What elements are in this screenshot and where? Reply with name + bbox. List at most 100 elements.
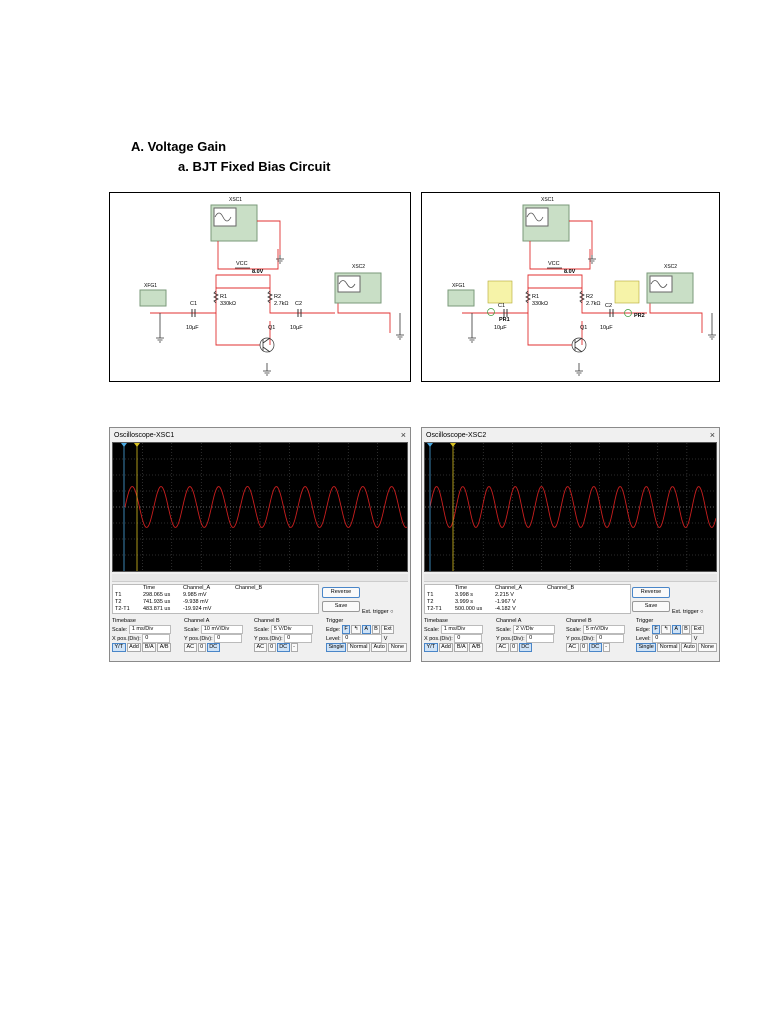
reverse-button[interactable]: Reverse xyxy=(632,587,670,598)
coupling-a-button-0[interactable]: AC xyxy=(184,643,197,652)
cursor-t2-handle[interactable] xyxy=(134,443,140,447)
mode-button-1[interactable]: Add xyxy=(126,643,142,652)
coupling-b-button-0[interactable]: AC xyxy=(566,643,579,652)
timebase-scale-field[interactable]: 1 ms/Div xyxy=(128,625,171,634)
c1-value: 10µF xyxy=(186,325,199,331)
cursor-t1-handle[interactable] xyxy=(427,443,433,447)
edge-button-0[interactable]: F xyxy=(651,625,661,634)
scope-display xyxy=(112,442,408,572)
coupling-b-button-1[interactable]: 0 xyxy=(579,643,588,652)
table-cell: T2 xyxy=(115,599,122,605)
cursor-t2-handle[interactable] xyxy=(450,443,456,447)
coupling-b-button-0[interactable]: AC xyxy=(254,643,267,652)
coupling-a-button-2[interactable]: DC xyxy=(518,643,532,652)
ext-trigger[interactable]: Ext. trigger ○ xyxy=(672,609,704,615)
trigger-mode-button-1[interactable]: Normal xyxy=(657,643,681,652)
trigger-mode-button-1[interactable]: Normal xyxy=(347,643,371,652)
timebase-scale-field[interactable]: 1 ms/Div xyxy=(440,625,483,634)
mode-button-3[interactable]: A/B xyxy=(469,643,484,652)
timebase-xpos-label: X pos.(Div): xyxy=(424,635,453,642)
save-button[interactable]: Save xyxy=(632,601,670,612)
timebase-group: Timebase Scale: 1 ms/Div X pos.(Div): 0 … xyxy=(112,617,182,652)
ext-trigger[interactable]: Ext. trigger ○ xyxy=(362,609,394,615)
mode-button-2[interactable]: B/A xyxy=(142,643,157,652)
trigger-level-unit: V xyxy=(693,635,698,642)
edge-button-3[interactable]: B xyxy=(681,625,691,634)
r1-label: R1 xyxy=(220,294,227,300)
close-icon[interactable]: × xyxy=(709,430,715,440)
coupling-b-button-2[interactable]: DC xyxy=(588,643,602,652)
channel-b-group: Channel B Scale: 5 mV/Div Y pos.(Div): 0… xyxy=(566,617,634,652)
edge-button-4[interactable]: Ext xyxy=(381,625,395,634)
coupling-b-button-1[interactable]: 0 xyxy=(267,643,276,652)
save-button[interactable]: Save xyxy=(322,601,360,612)
coupling-a-button-1[interactable]: 0 xyxy=(197,643,206,652)
table-cell: T2 xyxy=(427,599,434,605)
edge-button-1[interactable]: ↰ xyxy=(351,625,361,634)
r1-label: R1 xyxy=(532,294,539,300)
trigger-level-field[interactable]: 0 xyxy=(652,634,693,643)
coupling-b-button-2[interactable]: DC xyxy=(276,643,290,652)
xfg1-instrument[interactable] xyxy=(447,289,475,307)
trigger-mode-button-0[interactable]: Single xyxy=(636,643,657,652)
mode-button-0[interactable]: Y/T xyxy=(424,643,438,652)
trigger-mode-button-2[interactable]: Auto xyxy=(371,643,388,652)
cursor-t1-handle[interactable] xyxy=(121,443,127,447)
coupling-b-button-3[interactable]: - xyxy=(290,643,298,652)
scrollbar[interactable] xyxy=(112,574,408,582)
timebase-xpos-field[interactable]: 0 xyxy=(454,634,483,643)
edge-button-1[interactable]: ↰ xyxy=(661,625,671,634)
channel-a-ypos-field[interactable]: 0 xyxy=(214,634,243,643)
channel-b-scale-field[interactable]: 5 mV/Div xyxy=(582,625,625,634)
r2-value: 2.7kΩ xyxy=(586,301,601,307)
coupling-a-button-2[interactable]: DC xyxy=(206,643,220,652)
trigger-mode-button-3[interactable]: None xyxy=(698,643,717,652)
channel-b-title: Channel B xyxy=(254,618,280,624)
coupling-a-button-0[interactable]: AC xyxy=(496,643,509,652)
mode-button-3[interactable]: A/B xyxy=(157,643,172,652)
timebase-group: Timebase Scale: 1 ms/Div X pos.(Div): 0 … xyxy=(424,617,494,652)
pr2-icon[interactable] xyxy=(624,309,632,317)
r2-label: R2 xyxy=(274,294,281,300)
trigger-mode-button-3[interactable]: None xyxy=(388,643,407,652)
table-cell: Time xyxy=(143,585,156,591)
coupling-b-button-3[interactable]: - xyxy=(602,643,610,652)
reverse-button[interactable]: Reverse xyxy=(322,587,360,598)
edge-button-4[interactable]: Ext xyxy=(691,625,705,634)
channel-a-ypos-label: Y pos.(Div): xyxy=(184,635,213,642)
channel-a-scale-field[interactable]: 2 V/Div xyxy=(512,625,555,634)
channel-a-scale-field[interactable]: 10 mV/Div xyxy=(200,625,243,634)
edge-button-0[interactable]: F xyxy=(341,625,351,634)
r2-label: R2 xyxy=(586,294,593,300)
edge-button-2[interactable]: A xyxy=(361,625,371,634)
xfg1-instrument[interactable] xyxy=(139,289,167,307)
c2-value: 10µF xyxy=(290,325,303,331)
mode-button-2[interactable]: B/A xyxy=(454,643,469,652)
pr1-icon[interactable] xyxy=(487,308,495,316)
coupling-a-button-1[interactable]: 0 xyxy=(509,643,518,652)
edge-button-3[interactable]: B xyxy=(371,625,381,634)
mode-button-1[interactable]: Add xyxy=(438,643,454,652)
trigger-mode-button-0[interactable]: Single xyxy=(326,643,347,652)
pr1-readout xyxy=(487,280,513,304)
table-cell xyxy=(545,599,597,606)
table-cell: T2-T1 xyxy=(115,606,130,612)
close-icon[interactable]: × xyxy=(400,430,406,440)
edge-button-2[interactable]: A xyxy=(671,625,681,634)
timebase-title: Timebase xyxy=(112,618,136,624)
channel-b-scale-field[interactable]: 5 V/Div xyxy=(270,625,313,634)
trigger-mode-button-2[interactable]: Auto xyxy=(681,643,698,652)
channel-b-ypos-field[interactable]: 0 xyxy=(596,634,625,643)
mode-button-0[interactable]: Y/T xyxy=(112,643,126,652)
scrollbar[interactable] xyxy=(424,574,717,582)
channel-b-ypos-field[interactable]: 0 xyxy=(284,634,313,643)
timebase-xpos-field[interactable]: 0 xyxy=(142,634,171,643)
trigger-level-field[interactable]: 0 xyxy=(342,634,383,643)
channel-a-ypos-field[interactable]: 0 xyxy=(526,634,555,643)
